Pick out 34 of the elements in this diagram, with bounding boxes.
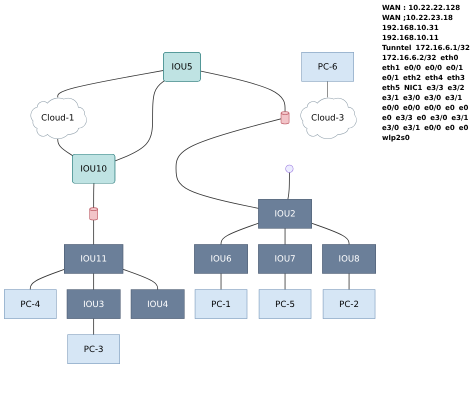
connector — [93, 273, 94, 290]
connector — [327, 81, 328, 98]
connector — [57, 138, 74, 156]
node-cylinder — [89, 207, 98, 220]
node-box: PC-6 — [301, 52, 354, 82]
node-box: IOU11 — [64, 244, 124, 274]
connector — [93, 183, 94, 208]
connector — [122, 268, 158, 290]
connector — [200, 70, 286, 112]
node-box: PC-4 — [4, 289, 57, 319]
node-box: IOU2 — [258, 199, 312, 229]
connector — [284, 228, 286, 245]
node-box: PC-1 — [194, 289, 248, 319]
connector — [220, 273, 222, 290]
connector — [220, 222, 259, 245]
connector — [57, 70, 164, 98]
connector — [30, 269, 65, 290]
connector — [284, 273, 286, 290]
node-box: IOU3 — [66, 289, 121, 319]
node-box: PC-2 — [322, 289, 376, 319]
node-box: IOU6 — [194, 244, 248, 274]
connector — [311, 222, 350, 245]
connector — [114, 80, 165, 162]
node-box: PC-5 — [258, 289, 312, 319]
node-cylinder — [280, 111, 290, 124]
connector — [348, 273, 350, 290]
node-box: IOU8 — [322, 244, 376, 274]
node-box: IOU4 — [130, 289, 185, 319]
connector — [93, 220, 94, 245]
node-box: PC-3 — [67, 334, 120, 364]
connector — [287, 172, 290, 200]
connector — [176, 118, 282, 209]
connector — [93, 318, 94, 336]
node-box: IOU7 — [258, 244, 312, 274]
